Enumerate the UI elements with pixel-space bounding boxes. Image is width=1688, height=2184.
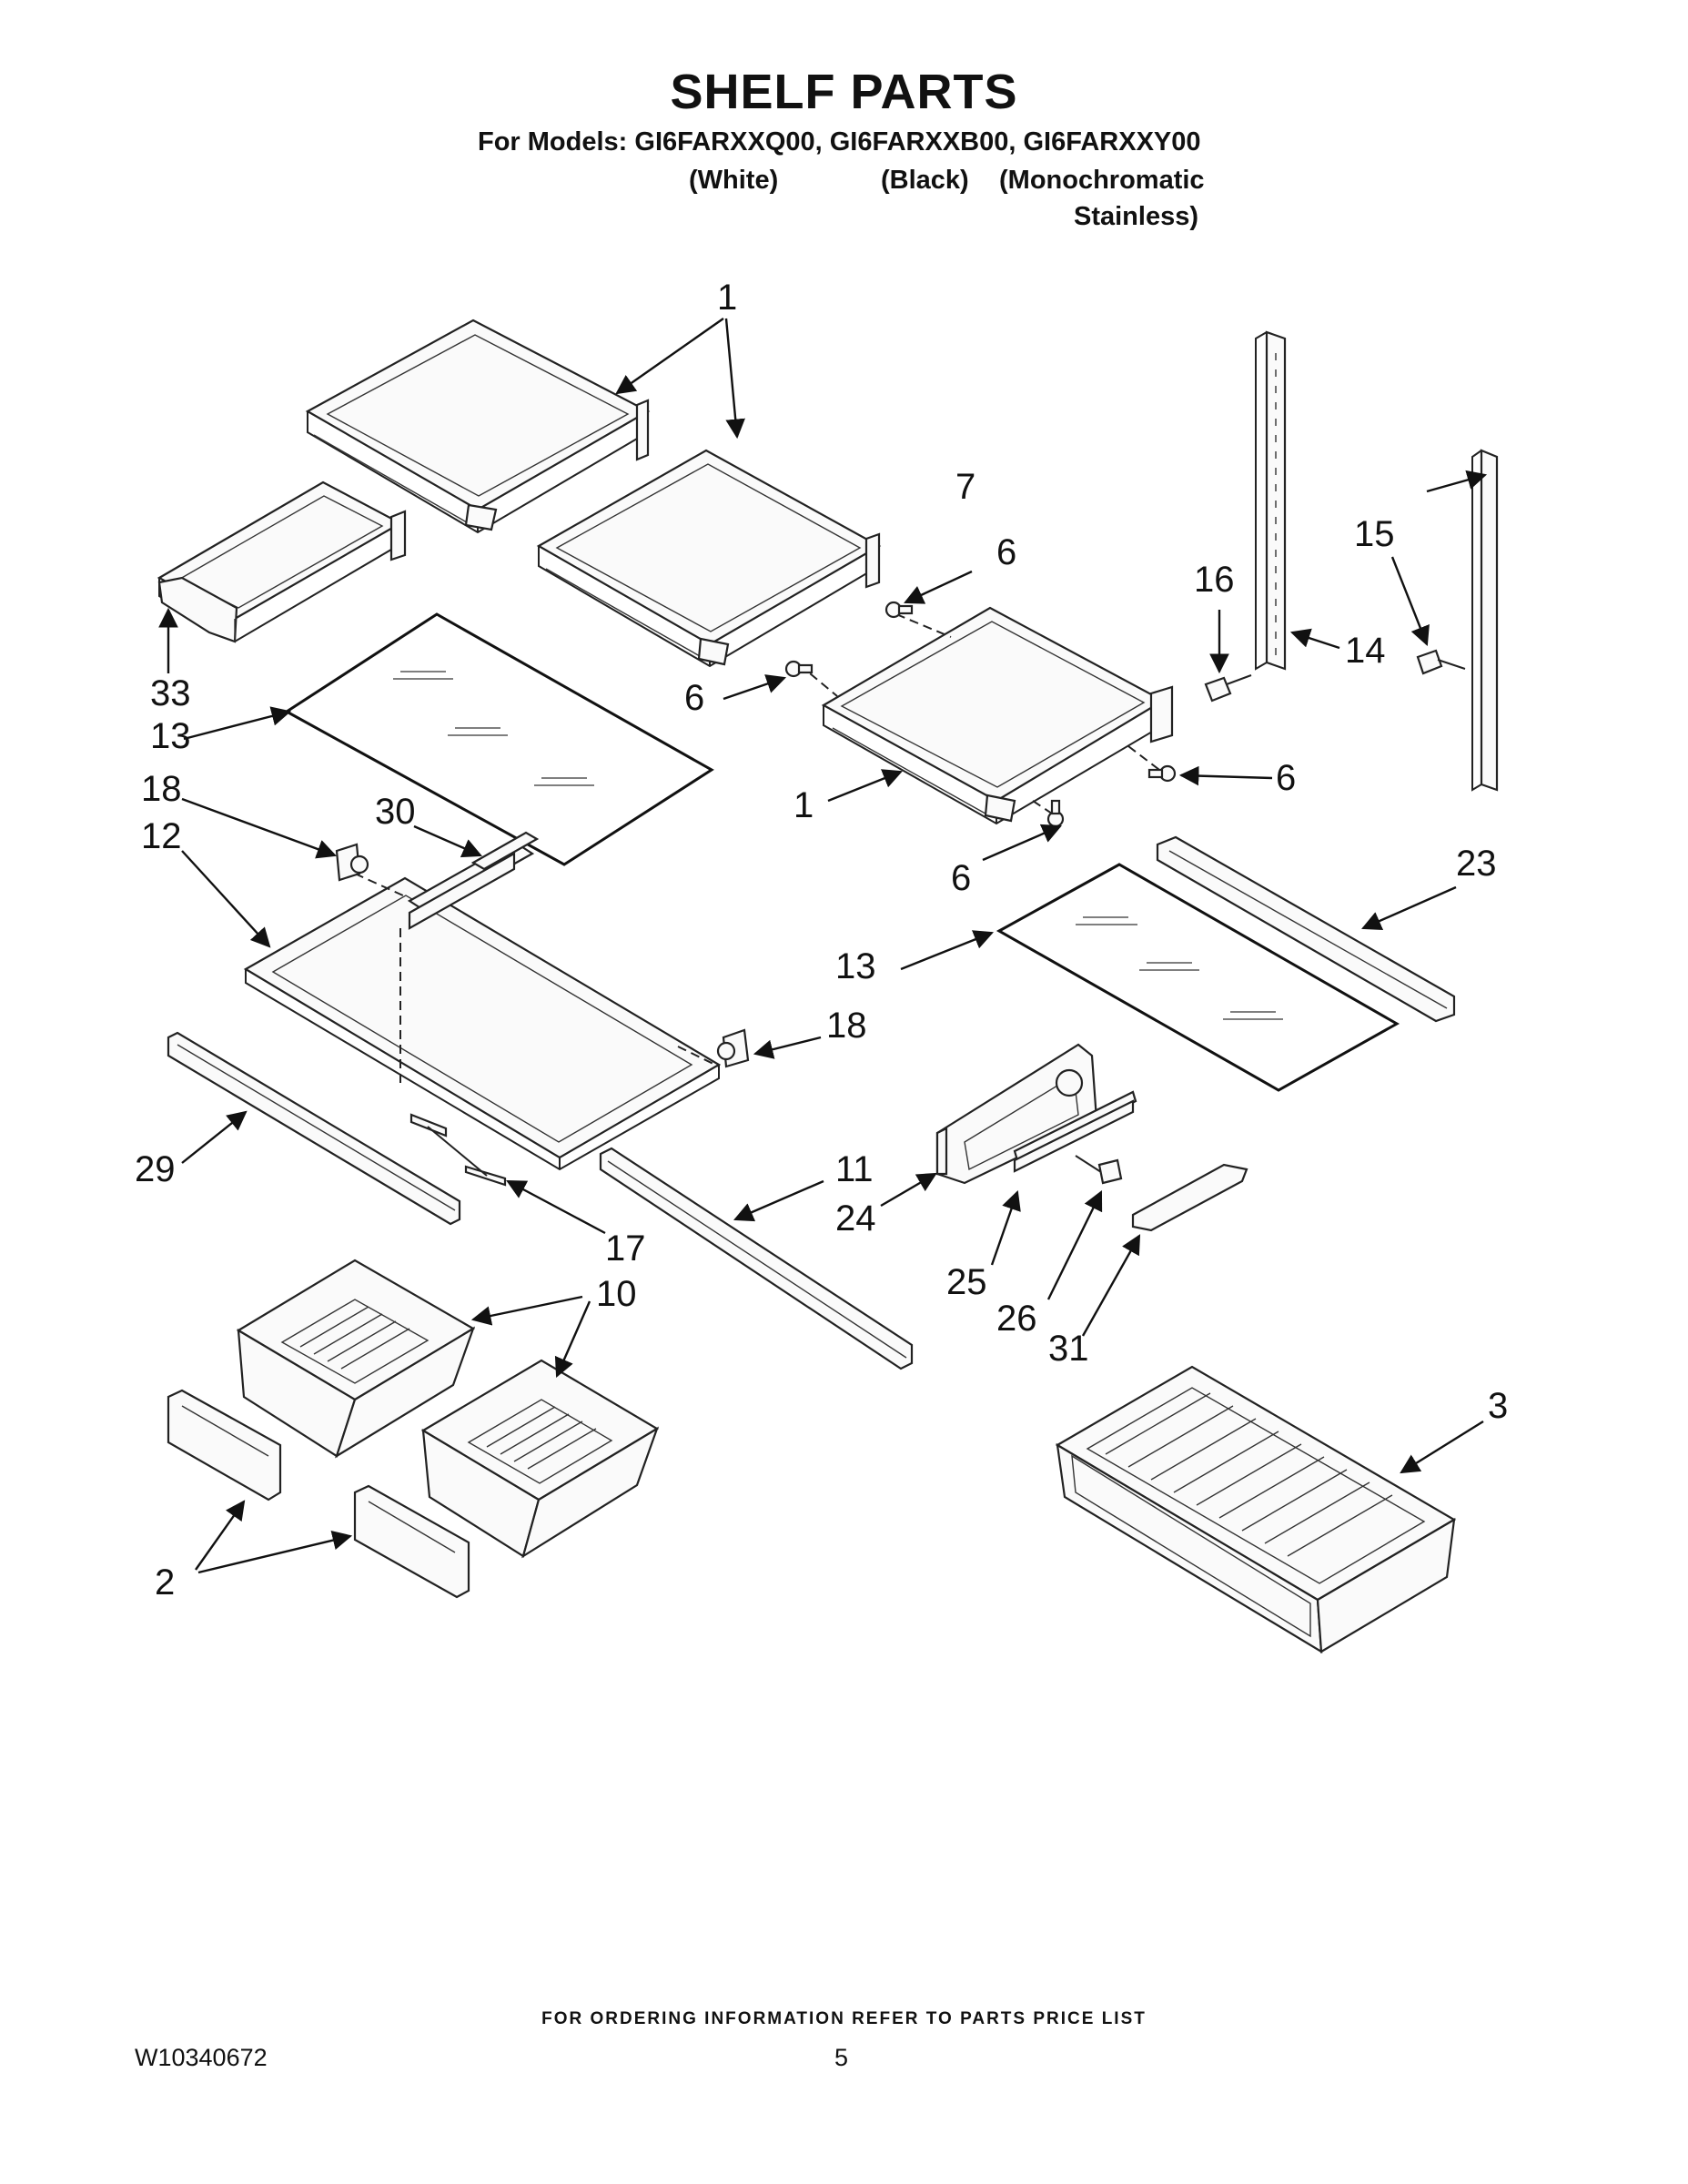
callout-2: 2: [155, 1562, 175, 1603]
rod-part-11: [599, 1147, 914, 1370]
callout-6-d: 6: [951, 858, 971, 898]
shelf-part-33-narrow: [157, 480, 407, 643]
callout-7: 7: [955, 467, 975, 507]
callout-11: 11: [835, 1149, 874, 1189]
callout-6-a: 6: [996, 532, 1016, 572]
shelf-part-1-mid-right: [798, 606, 1174, 825]
callout-25: 25: [946, 1262, 987, 1302]
callout-18-b: 18: [826, 1006, 867, 1046]
callout-26: 26: [996, 1299, 1037, 1339]
handle-part-2-left: [167, 1389, 282, 1502]
callout-14: 14: [1345, 631, 1386, 671]
part-31: [1131, 1163, 1248, 1232]
shelf-part-1-upper-left: [305, 318, 651, 534]
callout-24: 24: [835, 1198, 876, 1239]
bracket-part-18-right: [716, 1028, 750, 1068]
crisper-pan-part-10-left: [236, 1259, 476, 1459]
screw-part-26: [1075, 1155, 1123, 1185]
callout-15: 15: [1354, 514, 1395, 554]
trim-part-29: [167, 1031, 461, 1226]
rail-part-7: [1471, 449, 1499, 792]
screws-6: [784, 601, 1177, 828]
callout-33: 33: [150, 673, 191, 713]
variant-black: (Black): [881, 166, 969, 195]
models-line: For Models: GI6FARXXQ00, GI6FARXXB00, GI…: [478, 127, 1201, 157]
trim-part-23: [1156, 835, 1456, 1023]
glass-shelf-13-left: [284, 612, 714, 866]
bracket-part-30: [470, 831, 540, 871]
variant-white: (White): [689, 166, 779, 195]
callout-18-a: 18: [141, 769, 182, 809]
callout-23: 23: [1456, 844, 1497, 884]
callout-3: 3: [1488, 1386, 1508, 1426]
handle-part-2-right: [353, 1484, 470, 1599]
leader-lines: [158, 318, 1488, 1574]
shelf-part-1-upper-middle: [536, 449, 882, 668]
callout-6-b: 6: [684, 678, 704, 718]
screw-part-15: [1416, 649, 1466, 675]
callout-30: 30: [375, 792, 416, 832]
ordering-note: FOR ORDERING INFORMATION REFER TO PARTS …: [541, 2009, 1147, 2028]
glass-shelf-13-right: [996, 863, 1400, 1092]
variant-monochromatic: (Monochromatic: [999, 166, 1205, 195]
screw-part-16: [1204, 674, 1252, 703]
deli-drawer-part-3: [1055, 1365, 1457, 1654]
callout-13-a: 13: [150, 716, 191, 756]
page-number: 5: [834, 2044, 849, 2071]
callout-1-mid: 1: [793, 785, 814, 825]
bracket-part-18-left: [335, 843, 369, 882]
callout-10: 10: [596, 1274, 637, 1314]
variant-stainless: Stainless): [1074, 202, 1198, 231]
callout-6-c: 6: [1276, 758, 1296, 798]
callout-29: 29: [135, 1149, 176, 1189]
slide-part-17: [409, 1113, 507, 1187]
callout-16: 16: [1194, 560, 1235, 600]
callout-1-top: 1: [717, 278, 737, 318]
page-title: SHELF PARTS: [670, 65, 1018, 119]
slide-part-25: [1013, 1090, 1137, 1173]
rail-part-14: [1255, 330, 1287, 671]
callout-31: 31: [1048, 1329, 1089, 1369]
callout-12: 12: [141, 816, 182, 856]
document-number: W10340672: [135, 2044, 268, 2071]
crisper-pan-part-10-right: [420, 1359, 660, 1559]
callout-17: 17: [605, 1228, 646, 1269]
housing-part-24: [935, 1043, 1098, 1185]
callout-13-b: 13: [835, 946, 876, 986]
